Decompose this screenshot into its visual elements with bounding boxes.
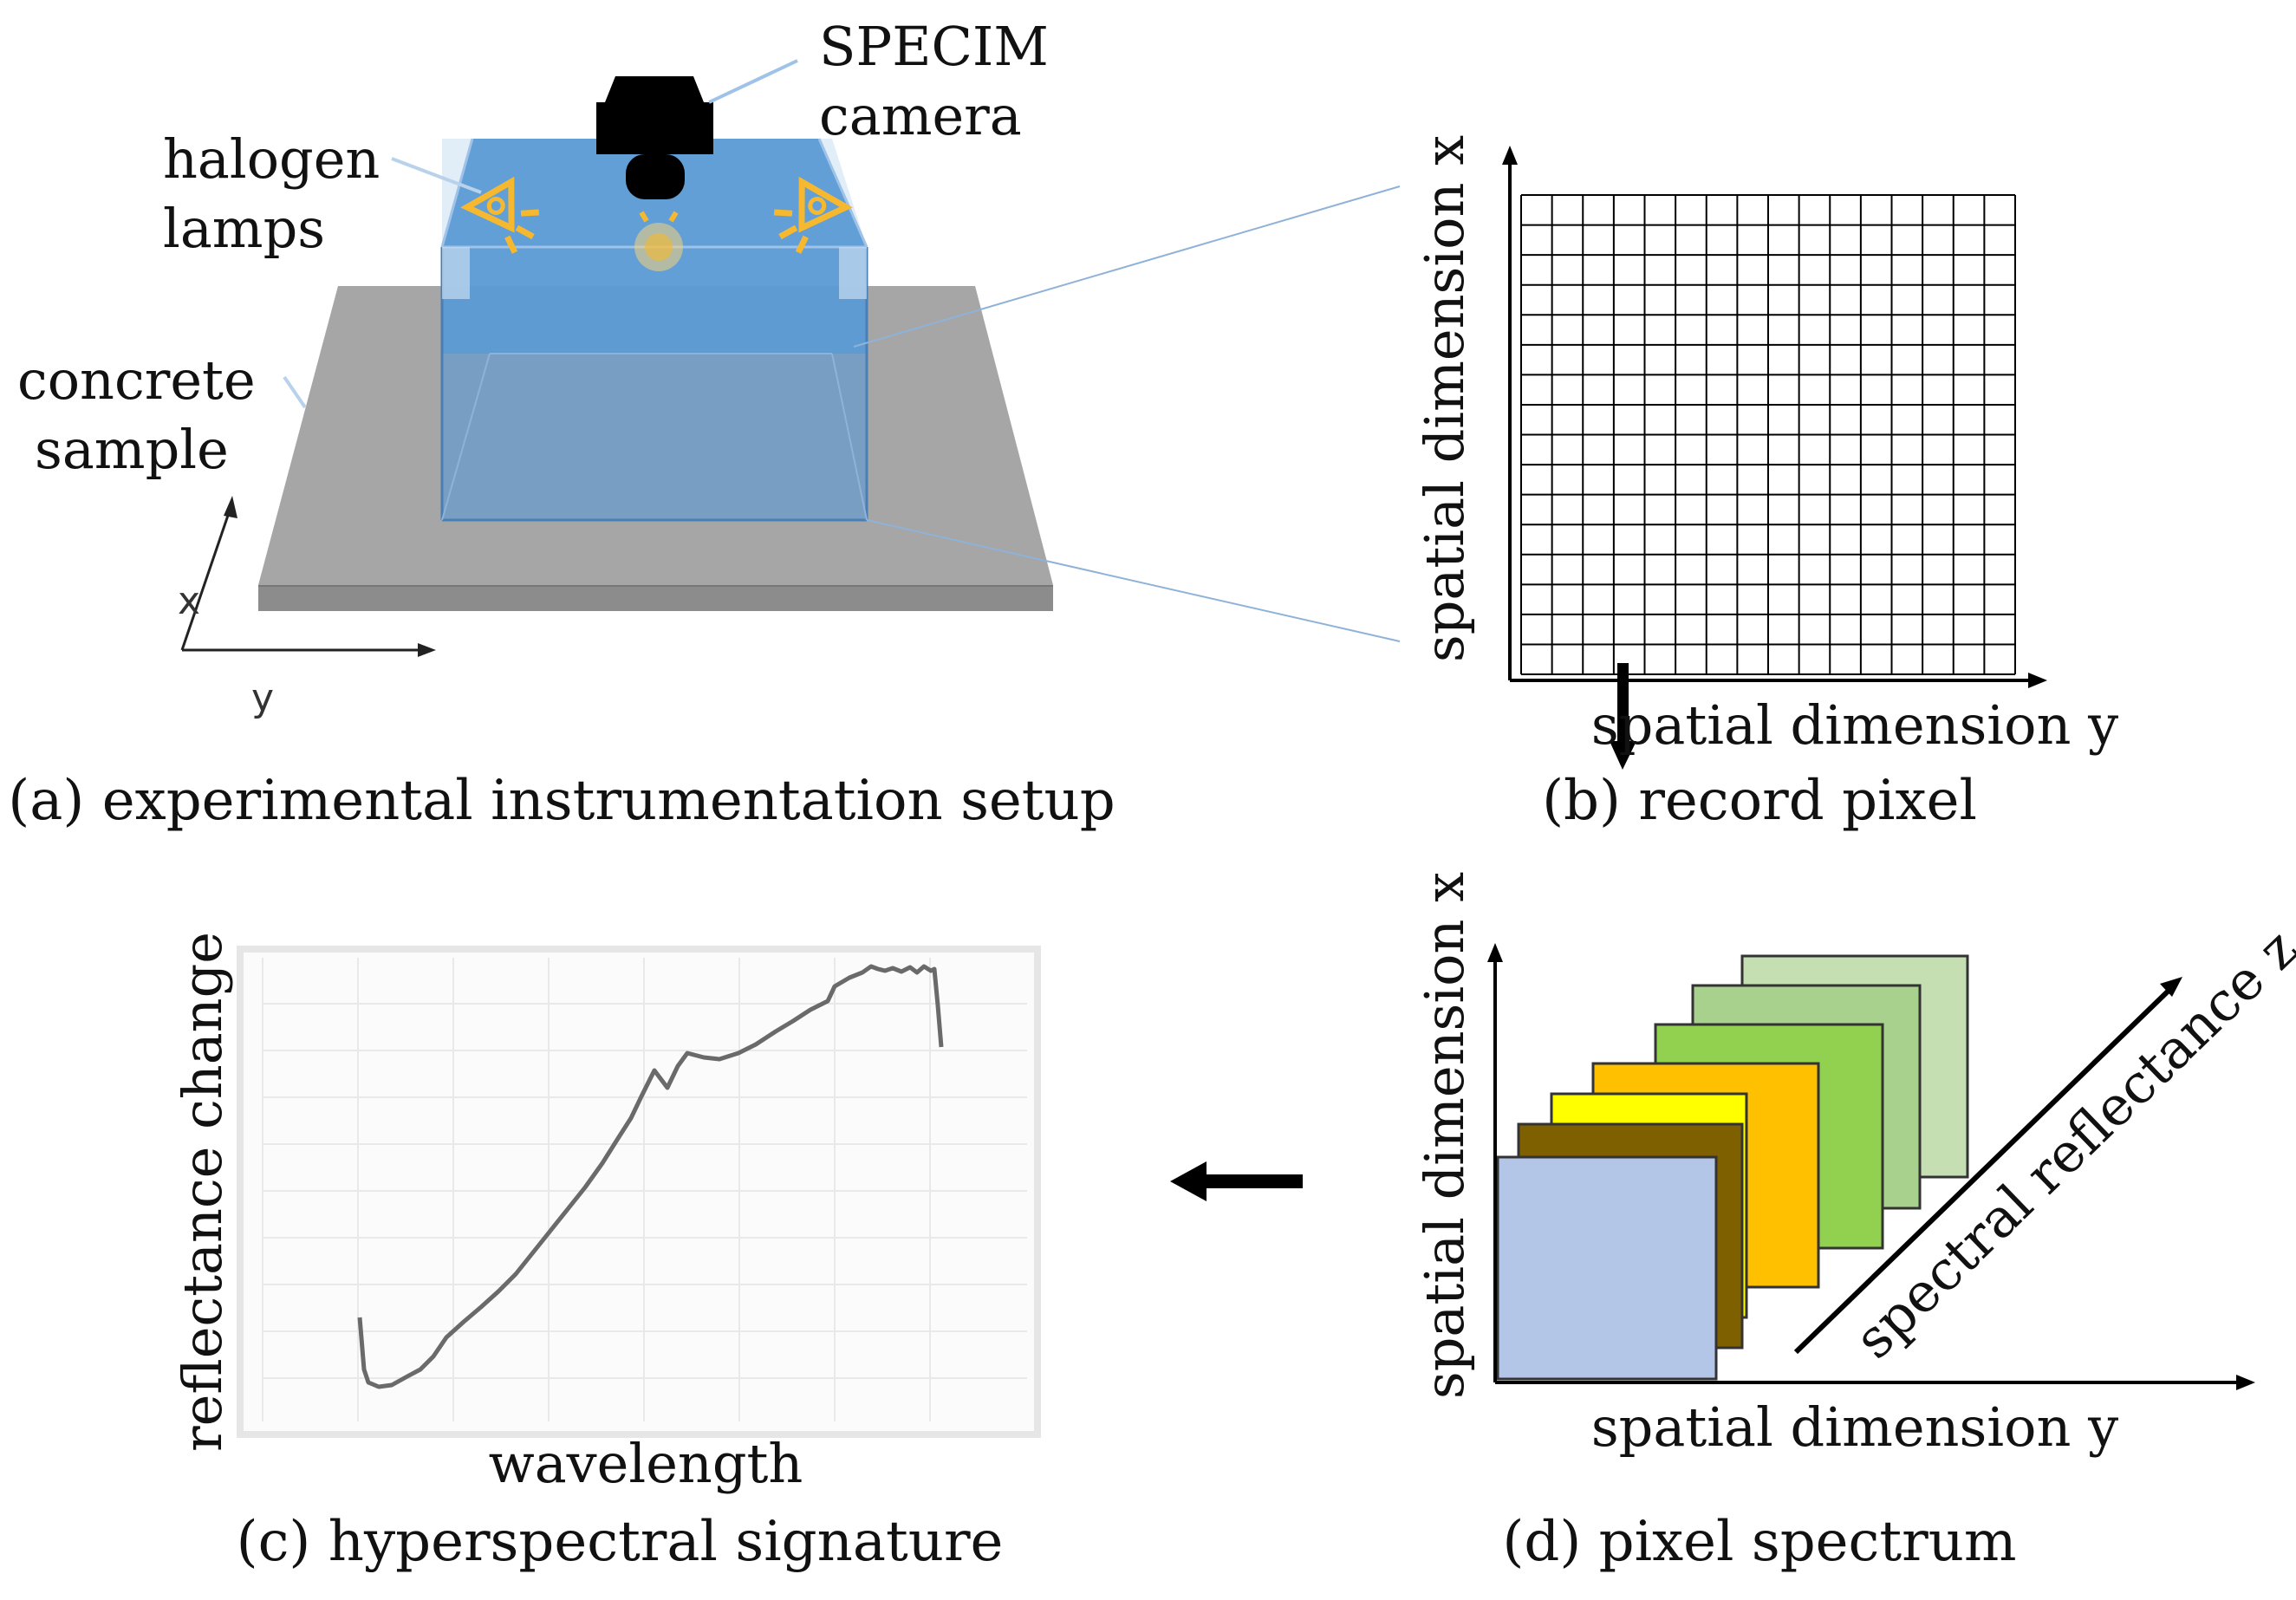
axis-x-arrowhead bbox=[1502, 146, 1518, 165]
panel-c: reflectance change wavelength (c) hypers… bbox=[171, 932, 1041, 1574]
halogen-lamp-icon bbox=[773, 176, 853, 254]
panel-d: spatial dimension x spatial dimension y … bbox=[1413, 872, 2296, 1574]
axes-icon bbox=[180, 496, 436, 657]
panel-b: spatial dimension x spatial dimension y … bbox=[1413, 135, 2118, 833]
sample-label: sample bbox=[35, 418, 229, 481]
halogen-lamp-icon bbox=[460, 176, 540, 254]
caption-b: (b) record pixel bbox=[1542, 769, 1977, 833]
y-axis-label: reflectance change bbox=[171, 932, 234, 1452]
center-light-icon bbox=[634, 211, 683, 271]
sample-label: concrete bbox=[17, 348, 256, 412]
lamps-leader-line bbox=[391, 157, 482, 194]
axis-y-arrowhead bbox=[2028, 673, 2047, 688]
axis-z-line bbox=[1793, 985, 2174, 1355]
axis-y-label: y bbox=[251, 676, 274, 720]
axis-x-label: spatial dimension x bbox=[1413, 872, 1476, 1399]
plot-gridlines bbox=[262, 958, 1027, 1421]
axis-z-arrowhead bbox=[2160, 977, 2182, 997]
housing-side-highlight bbox=[839, 247, 867, 299]
sample-leader-line bbox=[283, 375, 307, 409]
camera-label: camera bbox=[819, 84, 1022, 147]
axis-y-label: spatial dimension y bbox=[1591, 1395, 2118, 1459]
axis-x-label: spatial dimension x bbox=[1413, 135, 1476, 662]
caption-a: (a) experimental instrumentation setup bbox=[8, 769, 1115, 833]
housing-edge bbox=[441, 353, 491, 521]
camera-leader-line bbox=[708, 59, 798, 104]
record-arrow-icon bbox=[1610, 663, 1636, 770]
axis-x-arrowhead bbox=[1487, 943, 1503, 962]
axis-x-label: x bbox=[178, 579, 200, 623]
panel-a: x y SPECIM camera halogen lamps concrete… bbox=[8, 15, 1401, 833]
lamps-label: lamps bbox=[163, 197, 325, 260]
x-axis-label: wavelength bbox=[489, 1432, 803, 1495]
caption-d: (d) pixel spectrum bbox=[1502, 1510, 2016, 1574]
axis-y-label: spatial dimension y bbox=[1591, 693, 2118, 757]
lamps-label: halogen bbox=[163, 127, 380, 191]
spectral-layers bbox=[1496, 954, 1969, 1381]
caption-c: (c) hyperspectral signature bbox=[237, 1510, 1004, 1574]
pixel-grid bbox=[1520, 194, 2016, 675]
housing-edge bbox=[817, 138, 868, 248]
camera-icon bbox=[596, 76, 713, 199]
housing-side-highlight bbox=[442, 247, 470, 299]
zoom-leader-line bbox=[866, 519, 1401, 642]
housing-front-lower bbox=[442, 354, 867, 520]
housing-edge bbox=[831, 353, 868, 521]
flow-arrow-icon bbox=[1170, 1161, 1303, 1201]
axis-y-arrowhead bbox=[2236, 1375, 2255, 1390]
signature-curve bbox=[357, 964, 944, 1389]
concrete-sample-edge bbox=[258, 585, 1053, 611]
zoom-leader-line bbox=[853, 185, 1401, 348]
spectral-layer bbox=[1496, 1155, 1718, 1381]
housing-edge bbox=[440, 138, 474, 248]
camera-label: SPECIM bbox=[819, 15, 1049, 78]
